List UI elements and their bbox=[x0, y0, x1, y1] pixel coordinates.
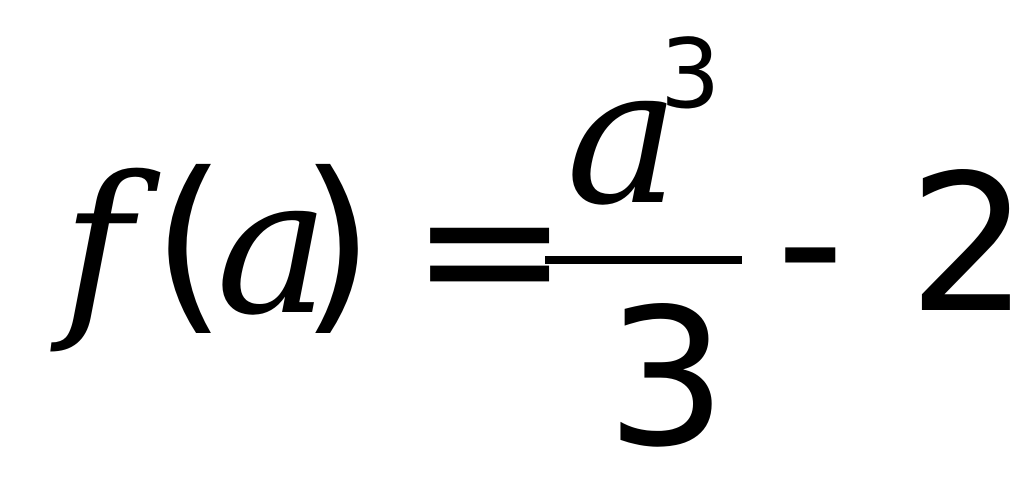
constant-term: 2 bbox=[908, 134, 1024, 355]
denominator: 3 bbox=[606, 268, 727, 489]
equals-sign: = bbox=[410, 138, 570, 359]
function-variable: a bbox=[216, 136, 330, 357]
numerator-base: a bbox=[566, 26, 680, 247]
minus-operator: - bbox=[776, 131, 845, 352]
fraction-bar bbox=[545, 256, 742, 264]
math-formula: f ( a ) = a 3 3 - 2 bbox=[62, 20, 1024, 489]
function-name: f bbox=[62, 136, 133, 357]
numerator-exponent: 3 bbox=[660, 20, 721, 130]
open-parenthesis: ( bbox=[152, 132, 227, 353]
close-parenthesis: ) bbox=[300, 132, 375, 353]
